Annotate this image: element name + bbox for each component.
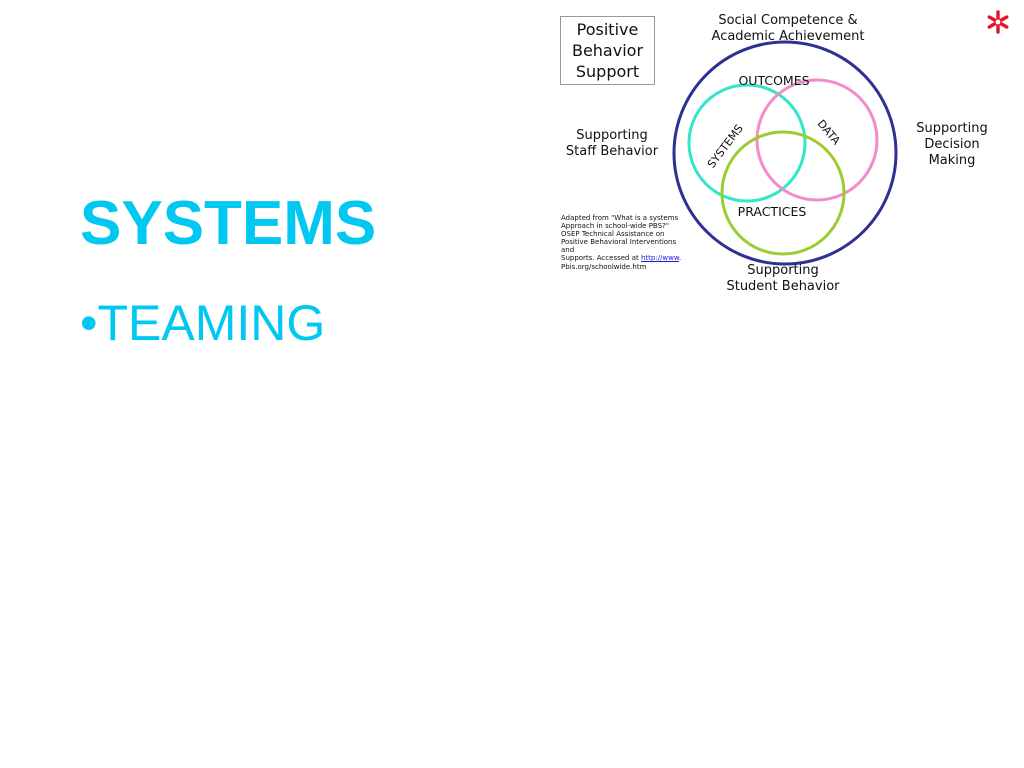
outcomes-outer-circle <box>672 40 898 266</box>
bullet-marker: • <box>80 295 98 351</box>
systems-circle-label: SYSTEMS <box>705 122 746 170</box>
credit-line-4: Positive Behavioral Interventions and <box>561 238 677 255</box>
pbs-box-line-1: Positive <box>576 20 639 39</box>
systems-circle <box>687 83 807 203</box>
outcomes-label: OUTCOMES <box>738 73 809 88</box>
practices-circle-label: PRACTICES <box>738 204 807 219</box>
top-label-line-2: Academic Achievement <box>712 29 865 44</box>
credit-last-line: Pbis.org/schoolwide.htm <box>561 262 647 271</box>
bottom-label-line-1: Supporting <box>747 263 819 278</box>
data-circle-label: DATA <box>815 117 843 147</box>
pbs-box-line-3: Support <box>575 62 640 81</box>
right-label-line-1: Supporting <box>916 121 988 136</box>
right-label-line-2: Decision <box>924 137 979 152</box>
credit-link-suffix: . <box>678 254 682 263</box>
practices-circle <box>720 130 846 256</box>
pbs-venn-diagram: Social Competence & Academic Achievement… <box>566 13 988 294</box>
bullet-list: •TEAMING <box>80 292 325 354</box>
right-label-line-3: Making <box>929 153 976 168</box>
credit-line-1: Adapted from "What is a systems <box>561 214 679 222</box>
bottom-label-line-2: Student Behavior <box>726 279 840 294</box>
credit-accessed-prefix: Supports. Accessed at <box>561 254 641 263</box>
left-label-line-2: Staff Behavior <box>566 144 659 159</box>
credit-line-2: Approach in school-wide PBS?" <box>561 222 669 231</box>
bullet-text: TEAMING <box>97 295 326 351</box>
positive-behavior-support-box: Positive Behavior Support <box>560 16 655 85</box>
pbis-link[interactable]: http://www <box>640 254 679 263</box>
asterisk-icon <box>987 10 1009 34</box>
bullet-item-teaming: •TEAMING <box>80 292 325 354</box>
pbs-box-line-2: Behavior <box>571 41 644 60</box>
top-label-line-1: Social Competence & <box>718 13 857 28</box>
credit-line-3: OSEP Technical Assistance on <box>561 230 665 239</box>
left-label-line-1: Supporting <box>576 128 648 143</box>
slide-title: SYSTEMS <box>80 189 377 258</box>
data-circle <box>755 78 879 202</box>
